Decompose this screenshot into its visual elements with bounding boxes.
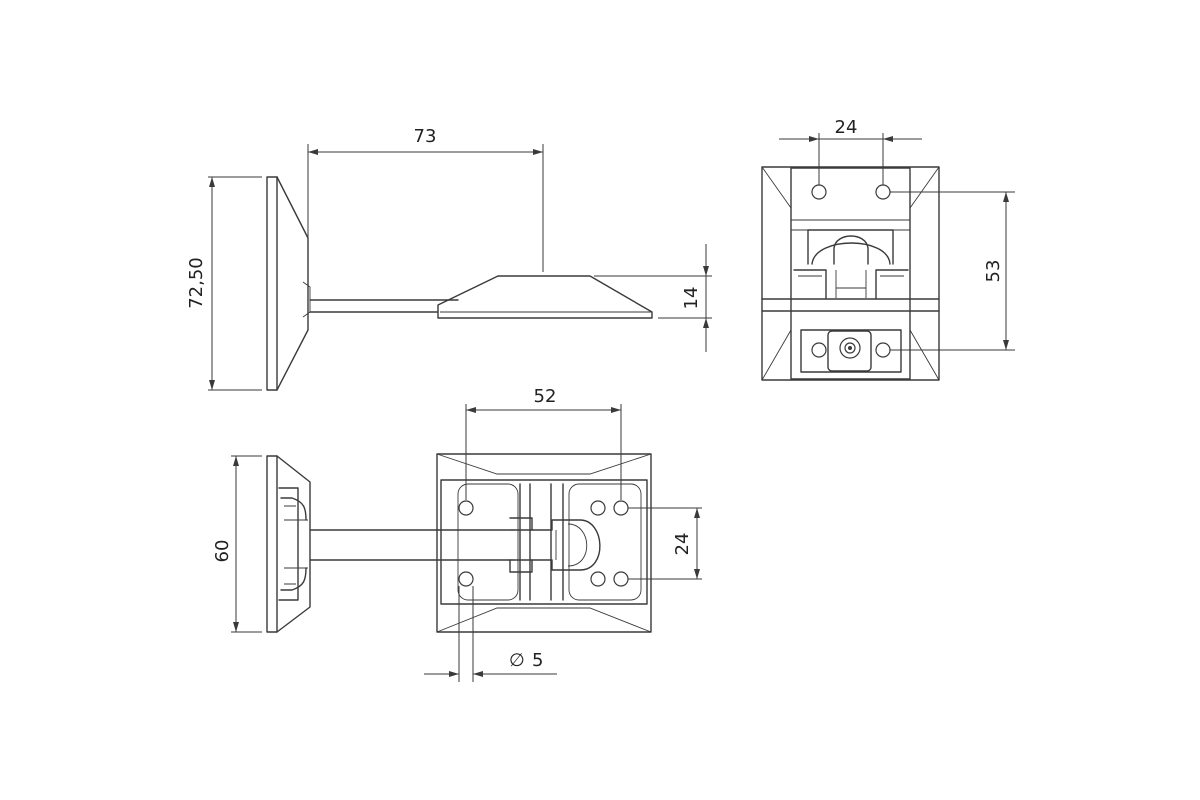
dimension-arm-length: 73	[308, 126, 543, 155]
dimension-catch-height: 53	[983, 192, 1009, 350]
hole-icon	[458, 571, 474, 587]
hole-icon	[590, 500, 606, 516]
dimension-catch-thickness: 14	[681, 244, 709, 352]
dimension-text-53: 53	[983, 260, 1004, 283]
hole-icon	[458, 500, 474, 516]
diameter-symbol-icon: ∅	[509, 650, 525, 671]
hole-icon	[613, 500, 629, 516]
hole-icon	[811, 342, 827, 358]
hole-icon	[613, 571, 629, 587]
dimension-text-52: 52	[534, 386, 557, 407]
hole-icon	[875, 342, 891, 358]
dimension-base-height: 60	[212, 456, 239, 632]
dimension-text-24-base: 24	[672, 533, 693, 556]
dimension-text-14: 14	[681, 287, 702, 310]
dimension-catch-hole-spacing: 24	[779, 117, 922, 142]
dimension-mount-height: 72,50	[186, 177, 215, 390]
dimension-hole-diameter: ∅ 5	[424, 650, 557, 677]
hole-icon	[875, 184, 891, 200]
dimension-text-5: 5	[532, 650, 543, 671]
hole-icon	[590, 571, 606, 587]
dimension-text-60: 60	[212, 540, 233, 563]
dimension-text-73: 73	[414, 126, 437, 147]
dimension-base-hole-spacing-h: 52	[466, 386, 621, 413]
dimension-base-hole-spacing-v: 24	[672, 508, 700, 579]
side-view	[208, 144, 712, 391]
catch-front-view	[761, 133, 1015, 381]
dimension-text-72-50: 72,50	[186, 257, 207, 309]
dimension-text-24: 24	[835, 117, 858, 138]
base-plate-view	[231, 404, 702, 682]
hole-icon	[811, 184, 827, 200]
